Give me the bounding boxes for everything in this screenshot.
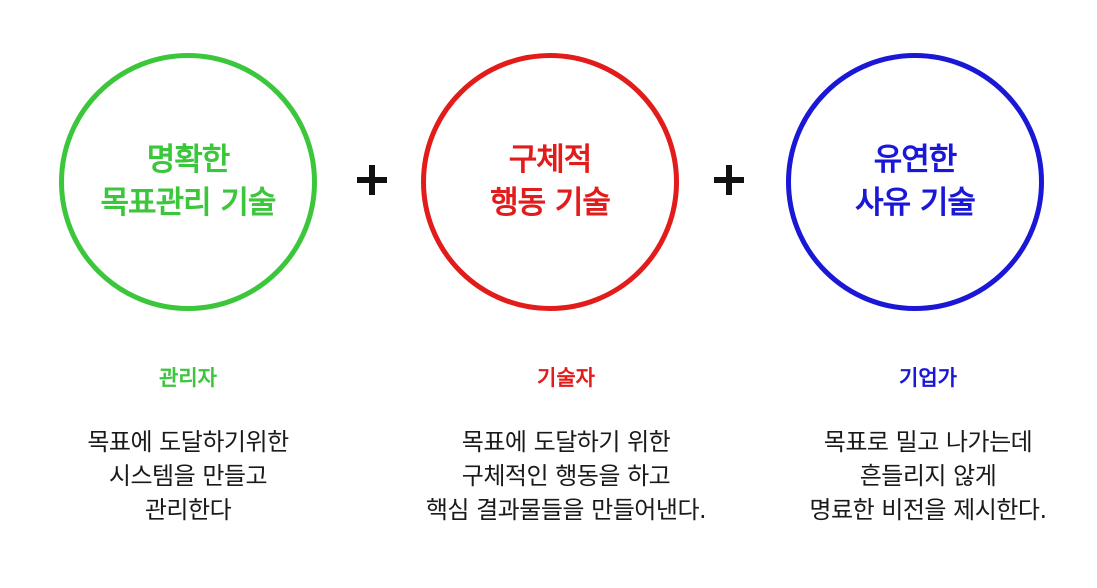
description-line: 목표로 밀고 나가는데	[823, 428, 1033, 456]
circle-thinking-skill: 유연한 사유 기술	[786, 53, 1044, 311]
circle-label: 구체적 행동 기술	[490, 139, 611, 225]
circle-label: 명확한 목표관리 기술	[100, 139, 277, 225]
circle-label-line: 목표관리 기술	[100, 185, 277, 221]
role-entrepreneur: 기업가	[899, 366, 957, 390]
description-line: 목표에 도달하기 위한	[461, 428, 671, 456]
plus-icon	[352, 160, 392, 200]
circle-label-line: 사유 기술	[855, 185, 976, 221]
description-line: 시스템을 만들고	[108, 462, 268, 490]
description-line: 명료한 비전을 제시한다.	[809, 496, 1047, 524]
plus-icon	[709, 160, 749, 200]
circle-action-skill: 구체적 행동 기술	[421, 53, 679, 311]
role-technician: 기술자	[537, 366, 595, 390]
role-manager: 관리자	[159, 366, 217, 390]
circle-management-skill: 명확한 목표관리 기술	[59, 53, 317, 311]
description-line: 핵심 결과물들을 만들어낸다.	[425, 496, 707, 524]
description-entrepreneur: 목표로 밀고 나가는데 흔들리지 않게 명료한 비전을 제시한다.	[738, 425, 1097, 527]
circle-label: 유연한 사유 기술	[855, 139, 976, 225]
circle-label-line: 구체적	[508, 142, 593, 178]
description-technician: 목표에 도달하기 위한 구체적인 행동을 하고 핵심 결과물들을 만들어낸다.	[376, 425, 756, 527]
description-manager: 목표에 도달하기위한 시스템을 만들고 관리한다	[0, 425, 378, 527]
description-line: 구체적인 행동을 하고	[461, 462, 671, 490]
description-line: 목표에 도달하기위한	[87, 428, 289, 456]
description-line: 흔들리지 않게	[859, 462, 997, 490]
circle-label-line: 행동 기술	[490, 185, 611, 221]
description-line: 관리한다	[144, 496, 232, 524]
circle-label-line: 유연한	[873, 142, 958, 178]
circle-label-line: 명확한	[146, 142, 231, 178]
